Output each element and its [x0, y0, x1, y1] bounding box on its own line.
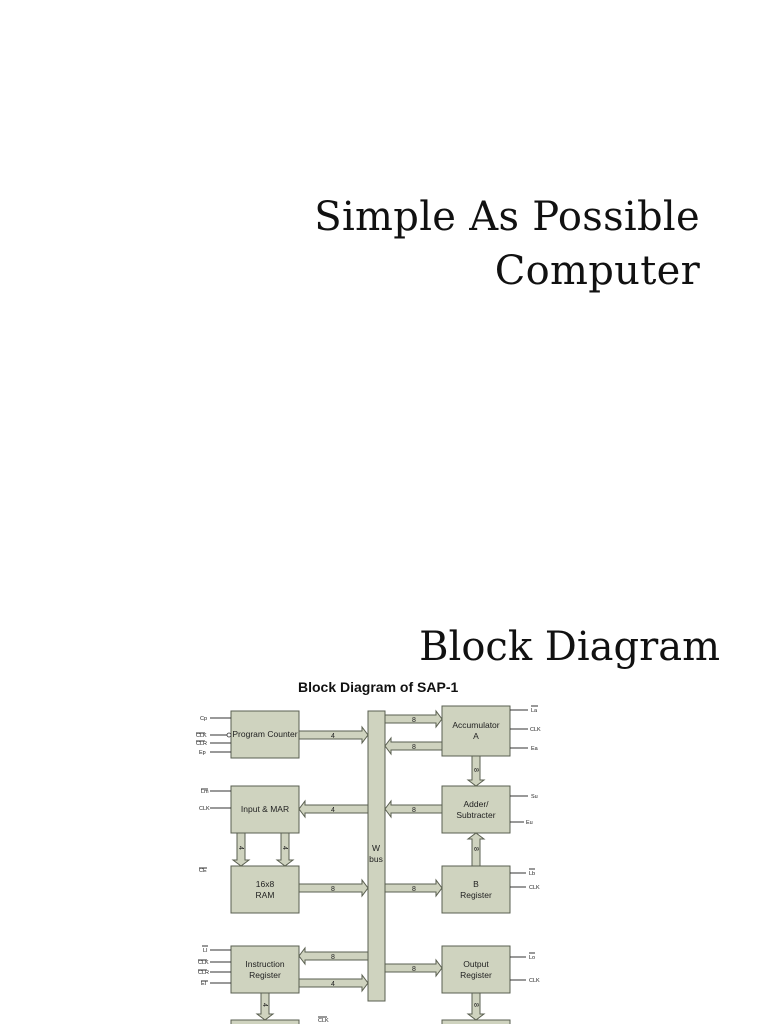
program-counter-block	[230, 710, 300, 759]
adder-subtracter-block	[441, 785, 511, 834]
bus-to-mar-width: 4	[331, 807, 335, 814]
b-register-block	[441, 865, 511, 914]
ram-label-1: 16x8	[256, 879, 275, 889]
ir-signal-ei: EI	[201, 981, 207, 987]
adder-subtracter-label-2: Subtracter	[456, 810, 495, 820]
bus-to-b-arrow	[384, 878, 443, 898]
mar-to-ram-width-a: 4	[237, 846, 244, 850]
acc-to-alu-arrow	[466, 755, 486, 787]
b-signal-clk: CLK	[529, 885, 540, 891]
accumulator-block	[441, 705, 511, 757]
b-to-alu-width: 8	[472, 847, 479, 851]
pc-signal-cp: Cp	[200, 716, 207, 722]
block-diagram-heading: Block Diagram	[419, 624, 720, 670]
pc-signal-clk: CLK	[196, 733, 207, 739]
out-down-width: 8	[472, 1003, 479, 1007]
alu-to-bus-width: 8	[412, 807, 416, 814]
b-to-alu-arrow	[466, 832, 486, 867]
ir-to-bus-arrow	[298, 973, 369, 993]
output-register-block	[441, 945, 511, 994]
ram-block	[230, 865, 300, 914]
acc-signal-la: La	[531, 708, 538, 714]
bus-to-out-arrow	[384, 958, 443, 978]
bus-to-acc-width: 8	[412, 717, 416, 724]
instruction-register-block	[230, 945, 300, 994]
out-down-arrow	[466, 992, 486, 1021]
bottom-signal-clk: CLK	[318, 1018, 329, 1024]
ram-signal-ce: CE	[199, 868, 207, 874]
ram-label-2: RAM	[256, 890, 275, 900]
acc-to-bus-width: 8	[412, 744, 416, 751]
accumulator-label-1: Accumulator	[452, 720, 499, 730]
mar-signal-lm: Lm	[201, 789, 209, 795]
program-counter-label: Program Counter	[232, 729, 297, 739]
mar-to-ram-arrow-b	[275, 832, 295, 867]
ir-down-width: 4	[261, 1003, 268, 1007]
ir-to-bus-width: 4	[331, 981, 335, 988]
bus-to-acc-arrow	[384, 709, 443, 729]
w-bus-label-2: bus	[369, 854, 383, 864]
instruction-register-label-2: Register	[249, 970, 281, 980]
ir-signal-clr: CLR	[198, 970, 209, 976]
ir-signal-li: LI	[203, 948, 208, 954]
acc-signal-ea: Ea	[531, 746, 539, 752]
b-register-label-1: B	[473, 879, 479, 889]
slide-title-line2: Computer	[494, 248, 700, 294]
b-register-label-2: Register	[460, 890, 492, 900]
input-mar-label: Input & MAR	[241, 804, 289, 814]
acc-to-bus-arrow	[384, 736, 443, 756]
mar-to-ram-arrow-a	[231, 832, 251, 867]
mar-to-ram-width-b: 4	[281, 846, 288, 850]
mar-signal-clk: CLK	[199, 806, 210, 812]
out-signal-clk: CLK	[529, 978, 540, 984]
accumulator-label-2: A	[473, 731, 479, 741]
alu-signal-eu: Eu	[526, 820, 533, 826]
ram-to-bus-arrow	[298, 878, 369, 898]
bus-to-ir-arrow	[298, 946, 369, 966]
pc-to-bus-width: 4	[331, 733, 335, 740]
pc-to-bus-arrow	[298, 725, 369, 745]
ir-down-arrow	[255, 992, 275, 1021]
slide-title: Simple As Possible Computer	[314, 190, 700, 298]
adder-subtracter-label-1: Adder/	[463, 799, 489, 809]
bus-to-out-width: 8	[412, 966, 416, 973]
alu-signal-su: Su	[531, 794, 538, 800]
slide-title-line1: Simple As Possible	[314, 194, 700, 240]
w-bus-label-1: W	[372, 843, 380, 853]
instruction-register-label-1: Instruction	[245, 959, 284, 969]
pc-signal-ep: Ep	[199, 750, 206, 756]
figure-caption: Block Diagram of SAP-1	[298, 679, 459, 695]
bus-to-ir-width: 8	[331, 954, 335, 961]
b-signal-lb: Lb	[529, 871, 535, 877]
bus-to-mar-arrow	[298, 799, 369, 819]
bus-to-b-width: 8	[412, 886, 416, 893]
w-bus	[367, 710, 386, 1002]
output-register-label-2: Register	[460, 970, 492, 980]
alu-to-bus-arrow	[384, 799, 443, 819]
ram-to-bus-width: 8	[331, 886, 335, 893]
acc-signal-clk: CLK	[530, 727, 541, 733]
pc-signal-clr: CLR	[196, 741, 207, 747]
ir-signal-clk: CLK	[198, 960, 209, 966]
acc-to-alu-width: 8	[472, 768, 479, 772]
output-register-label-1: Output	[463, 959, 489, 969]
out-signal-lo: Lo	[529, 955, 535, 961]
